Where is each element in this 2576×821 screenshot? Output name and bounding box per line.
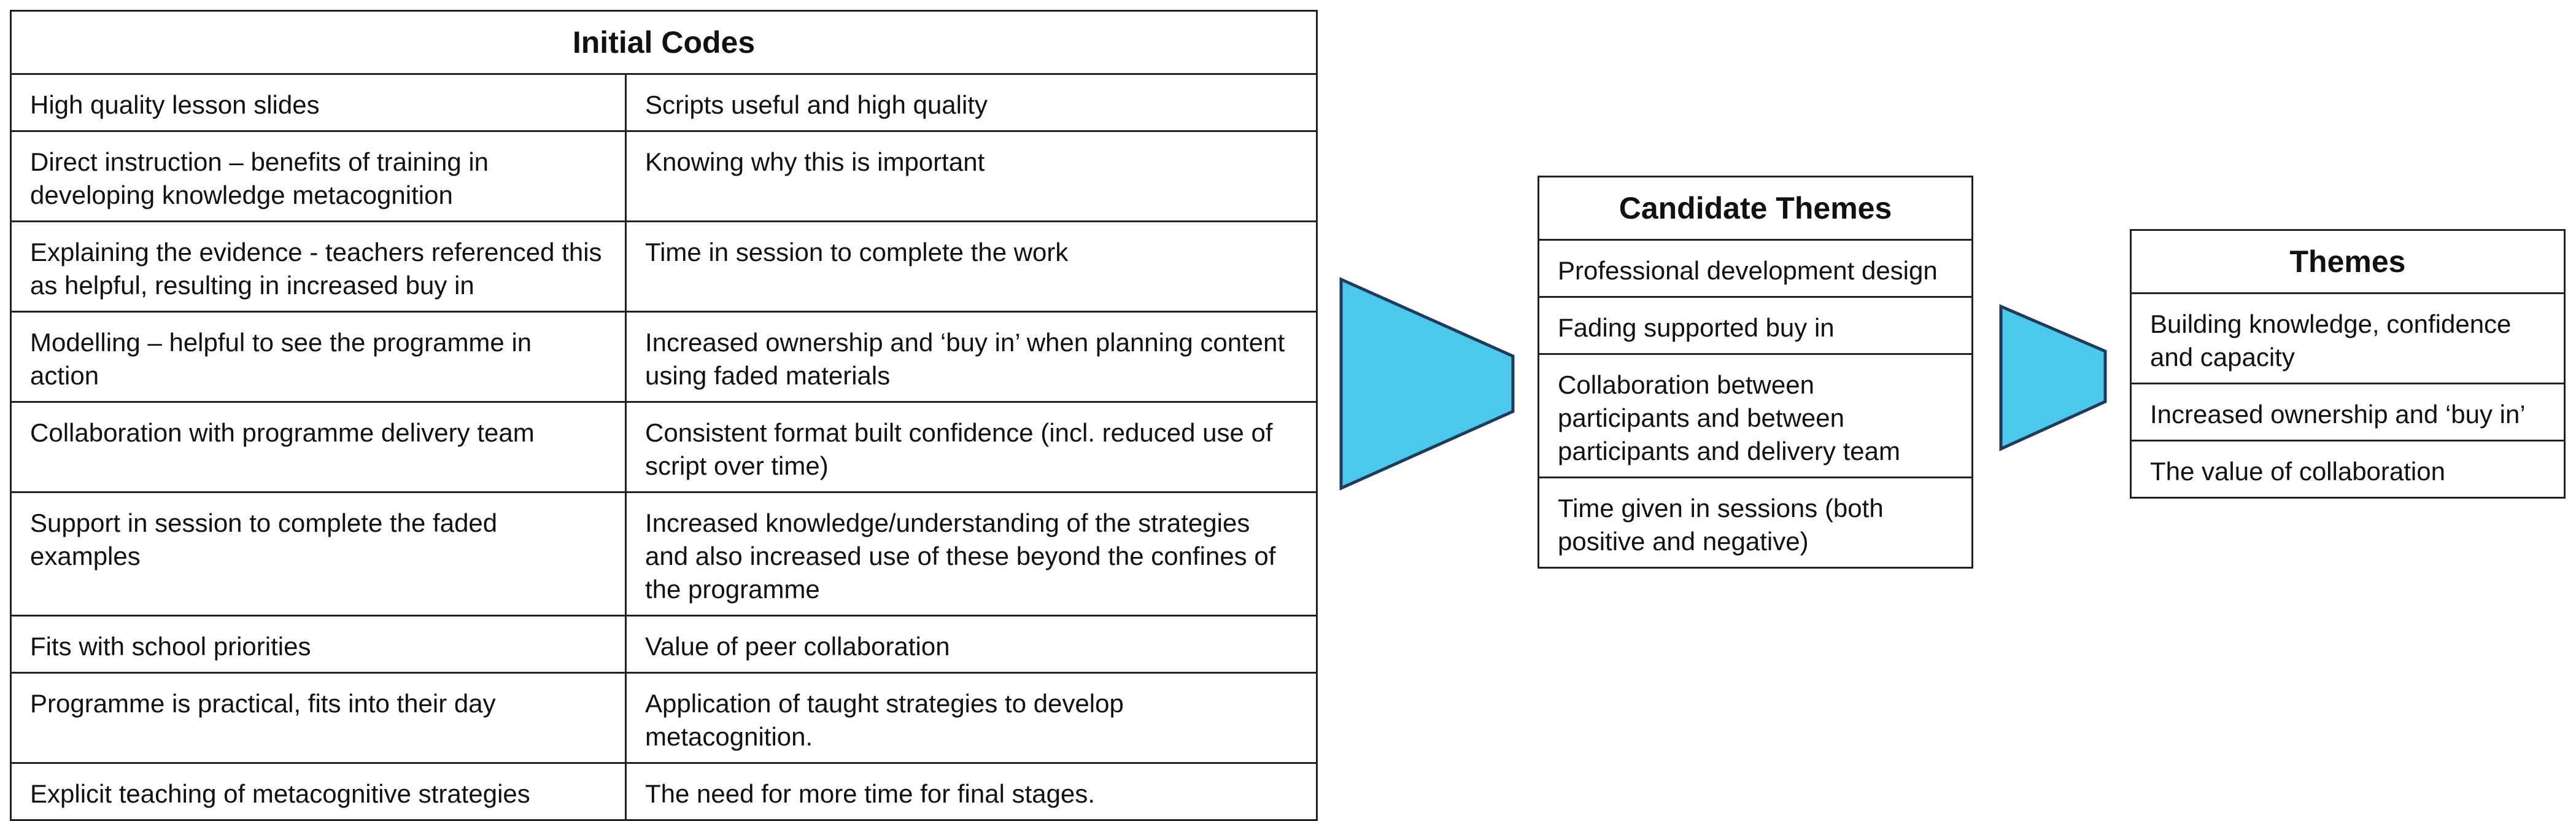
code-cell: Fits with school priorities bbox=[10, 615, 627, 674]
code-cell: The need for more time for final stages. bbox=[624, 762, 1318, 821]
flow-arrow-icon bbox=[1999, 304, 2107, 451]
code-cell: Explicit teaching of metacognitive strat… bbox=[10, 762, 627, 821]
code-cell: Knowing why this is important bbox=[624, 130, 1318, 222]
code-cell: Scripts useful and high quality bbox=[624, 73, 1318, 132]
list-item: Building knowledge, confidence and capac… bbox=[2130, 292, 2566, 384]
code-cell: Collaboration with programme delivery te… bbox=[10, 401, 627, 493]
code-cell: Programme is practical, fits into their … bbox=[10, 672, 627, 764]
initial-codes-table: Initial Codes High quality lesson slides… bbox=[9, 10, 1318, 821]
flow-arrow-icon bbox=[1339, 277, 1515, 491]
code-cell: Increased ownership and ‘buy in’ when pl… bbox=[624, 311, 1318, 403]
table-row: Support in session to complete the faded… bbox=[10, 491, 1318, 617]
list-item: Increased ownership and ‘buy in’ bbox=[2130, 383, 2566, 442]
code-cell: Value of peer collaboration bbox=[624, 615, 1318, 674]
initial-codes-title: Initial Codes bbox=[9, 10, 1318, 75]
theme-cell: Building knowledge, confidence and capac… bbox=[2130, 292, 2566, 384]
candidate-theme-cell: Fading supported buy in bbox=[1537, 296, 1973, 355]
table-row: Collaboration with programme delivery te… bbox=[10, 401, 1318, 493]
candidate-theme-cell: Time given in sessions (both positive an… bbox=[1537, 477, 1973, 569]
code-cell: Consistent format built confidence (incl… bbox=[624, 401, 1318, 493]
theme-cell: The value of collaboration bbox=[2130, 440, 2566, 499]
code-cell: Increased knowledge/understanding of the… bbox=[624, 491, 1318, 617]
code-cell: Application of taught strategies to deve… bbox=[624, 672, 1318, 764]
theme-cell: Increased ownership and ‘buy in’ bbox=[2130, 383, 2566, 442]
table-row: Direct instruction – benefits of trainin… bbox=[10, 130, 1318, 222]
table-row: High quality lesson slides Scripts usefu… bbox=[10, 73, 1318, 132]
candidate-theme-cell: Professional development design bbox=[1537, 239, 1973, 298]
list-item: The value of collaboration bbox=[2130, 440, 2566, 499]
code-cell: Support in session to complete the faded… bbox=[10, 491, 627, 617]
table-row: Modelling – helpful to see the programme… bbox=[10, 311, 1318, 403]
table-row: Fits with school priorities Value of pee… bbox=[10, 615, 1318, 674]
candidate-themes-table: Candidate Themes Professional developmen… bbox=[1537, 176, 1973, 569]
table-row: Programme is practical, fits into their … bbox=[10, 672, 1318, 764]
themes-table: Themes Building knowledge, confidence an… bbox=[2130, 229, 2566, 499]
list-item: Professional development design bbox=[1537, 239, 1973, 298]
code-cell: Direct instruction – benefits of trainin… bbox=[10, 130, 627, 222]
candidate-themes-title: Candidate Themes bbox=[1537, 176, 1973, 241]
themes-title: Themes bbox=[2130, 229, 2566, 294]
list-item: Collaboration between participants and b… bbox=[1537, 353, 1973, 478]
code-cell: Explaining the evidence - teachers refer… bbox=[10, 220, 627, 313]
code-cell: High quality lesson slides bbox=[10, 73, 627, 132]
code-cell: Modelling – helpful to see the programme… bbox=[10, 311, 627, 403]
list-item: Time given in sessions (both positive an… bbox=[1537, 477, 1973, 569]
table-row: Explaining the evidence - teachers refer… bbox=[10, 220, 1318, 313]
list-item: Fading supported buy in bbox=[1537, 296, 1973, 355]
code-cell: Time in session to complete the work bbox=[624, 220, 1318, 313]
candidate-theme-cell: Collaboration between participants and b… bbox=[1537, 353, 1973, 478]
table-row: Explicit teaching of metacognitive strat… bbox=[10, 762, 1318, 821]
